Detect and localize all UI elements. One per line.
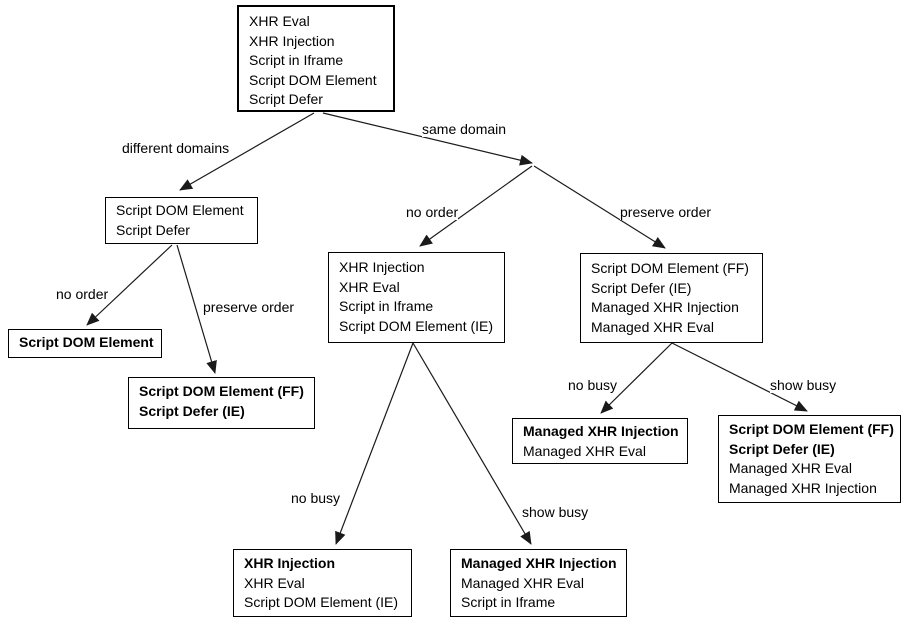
technique-label: Script DOM Element (IE) — [244, 594, 399, 610]
technique-label: XHR Injection — [339, 259, 425, 275]
node-noorder-no-busy-result: XHR Injection XHR Eval Script DOM Elemen… — [233, 549, 412, 617]
node-noorder-show-busy-result: Managed XHR Injection Managed XHR Eval S… — [450, 549, 627, 617]
technique-label: Script Defer (IE) — [729, 440, 835, 457]
technique-label: XHR Eval — [339, 278, 400, 295]
edge-label-show-busy-middle: show busy — [522, 504, 589, 520]
technique-label: Managed XHR Injection — [591, 299, 739, 315]
edge-label-no-busy-right: no busy — [568, 377, 618, 393]
technique-label: XHR Eval — [244, 574, 305, 591]
node-same-preserve-order: Script DOM Element (FF) Script Defer (IE… — [580, 253, 763, 343]
technique-label: Script DOM Element — [116, 202, 244, 218]
node-diff-preserve-order-result: Script DOM Element (FF) Script Defer (IE… — [128, 377, 315, 429]
node-same-no-order: XHR Injection XHR Eval Script in Iframe … — [328, 252, 505, 343]
technique-label: Script Defer (IE) — [591, 279, 692, 296]
technique-label: Script DOM Element — [249, 71, 377, 88]
technique-label: XHR Injection — [249, 32, 335, 49]
technique-label: Managed XHR Eval — [591, 318, 714, 335]
node-preserve-show-busy-result: Script DOM Element (FF) Script Defer (IE… — [718, 415, 901, 503]
technique-label: XHR Eval — [249, 13, 310, 29]
node-root: XHR Eval XHR Injection Script in Iframe … — [237, 5, 395, 112]
technique-label: Managed XHR Eval — [523, 442, 646, 459]
edge-label-different-domains: different domains — [122, 140, 230, 156]
technique-label: Script Defer — [116, 221, 190, 238]
technique-label: Script in Iframe — [461, 594, 556, 610]
edge-label-show-busy-right: show busy — [770, 377, 837, 393]
technique-label: XHR Injection — [244, 555, 336, 571]
edge-label-same-domain: same domain — [422, 121, 507, 137]
technique-label: Script in Iframe — [339, 298, 434, 314]
edge-label-preserve-order-right: preserve order — [620, 204, 712, 220]
technique-label: Script DOM Element (FF) — [729, 421, 894, 437]
node-different-domains: Script DOM Element Script Defer — [105, 197, 258, 244]
node-diff-no-order-result: Script DOM Element — [8, 329, 162, 358]
edge-label-no-order-left: no order — [56, 286, 109, 302]
technique-label: Managed XHR Injection — [729, 479, 877, 496]
edge-label-preserve-order-left: preserve order — [203, 299, 295, 315]
technique-label: Script in Iframe — [249, 52, 344, 68]
technique-label: Managed XHR Injection — [523, 423, 679, 439]
technique-label: Managed XHR Eval — [729, 460, 852, 476]
technique-label: Script DOM Element (FF) — [139, 383, 304, 399]
arrow-diff-to-no-order — [86, 244, 173, 326]
technique-label: Script Defer — [249, 91, 323, 107]
technique-label: Managed XHR Eval — [461, 574, 584, 591]
node-preserve-no-busy-result: Managed XHR Injection Managed XHR Eval — [512, 418, 688, 464]
arrow-same-no-order-to-no-busy — [335, 342, 414, 545]
edge-label-no-busy-middle: no busy — [291, 490, 341, 506]
technique-label: Script DOM Element — [19, 334, 154, 350]
technique-label: Script DOM Element (IE) — [339, 317, 494, 334]
technique-label: Managed XHR Injection — [461, 555, 617, 571]
technique-label: Script Defer (IE) — [139, 402, 245, 419]
edge-label-no-order-middle: no order — [406, 204, 459, 220]
technique-label: Script DOM Element (FF) — [591, 260, 749, 276]
